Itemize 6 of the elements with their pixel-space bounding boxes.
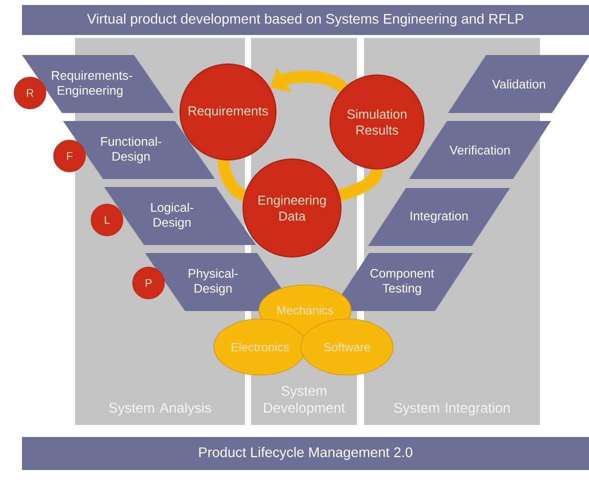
stage-parallelogram: Verification bbox=[409, 120, 551, 179]
stage-parallelogram: Integration bbox=[368, 188, 510, 246]
header-band: Product Lifecycle Management 2.0 bbox=[22, 436, 589, 470]
header-band: Virtual product development based on Systems Engineering and RFLP bbox=[22, 5, 589, 35]
stage-parallelogram: Component Testing bbox=[331, 252, 473, 311]
stage-parallelogram: Validation bbox=[448, 55, 589, 113]
